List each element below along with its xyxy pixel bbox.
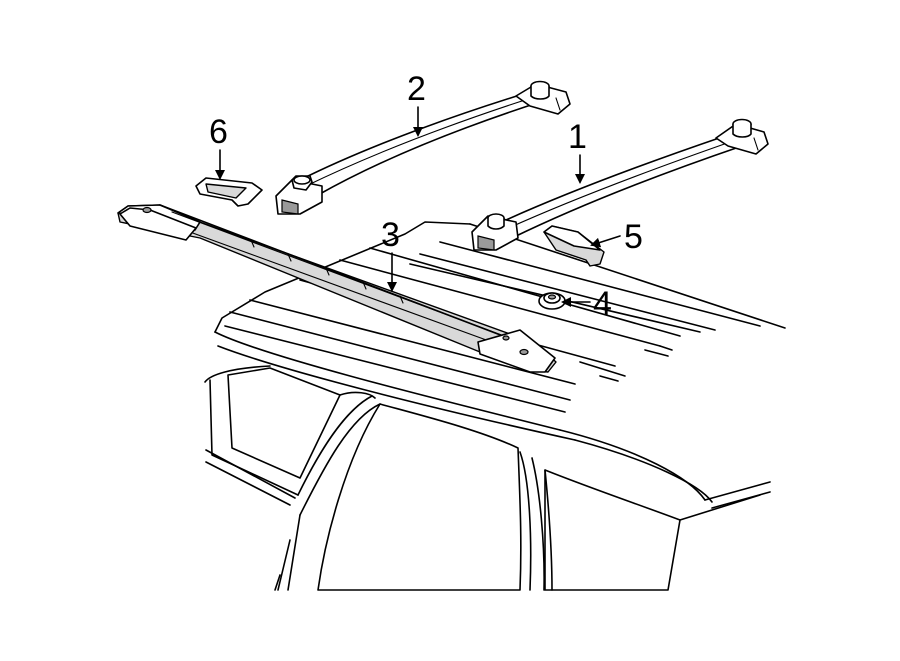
callout-label-1: 1 [568, 118, 587, 156]
callout-1: 1 [568, 118, 587, 184]
callout-4: 4 [561, 285, 612, 323]
callout-3: 3 [381, 216, 400, 292]
vehicle-body [204, 221, 786, 591]
crossbar-front [275, 80, 571, 215]
end-cover [543, 225, 605, 267]
callout-label-6: 6 [209, 113, 228, 151]
callout-label-3: 3 [381, 216, 400, 254]
nut [538, 292, 566, 310]
callout-5: 5 [590, 218, 643, 256]
callout-label-5: 5 [624, 218, 643, 256]
side-rail [117, 204, 557, 373]
callout-2: 2 [407, 70, 426, 137]
callout-label-4: 4 [593, 285, 612, 323]
callout-6: 6 [209, 113, 228, 180]
callout-label-2: 2 [407, 70, 426, 108]
end-cap [195, 177, 263, 207]
leader-line-5 [590, 235, 621, 248]
crossbar-rear [471, 118, 769, 251]
